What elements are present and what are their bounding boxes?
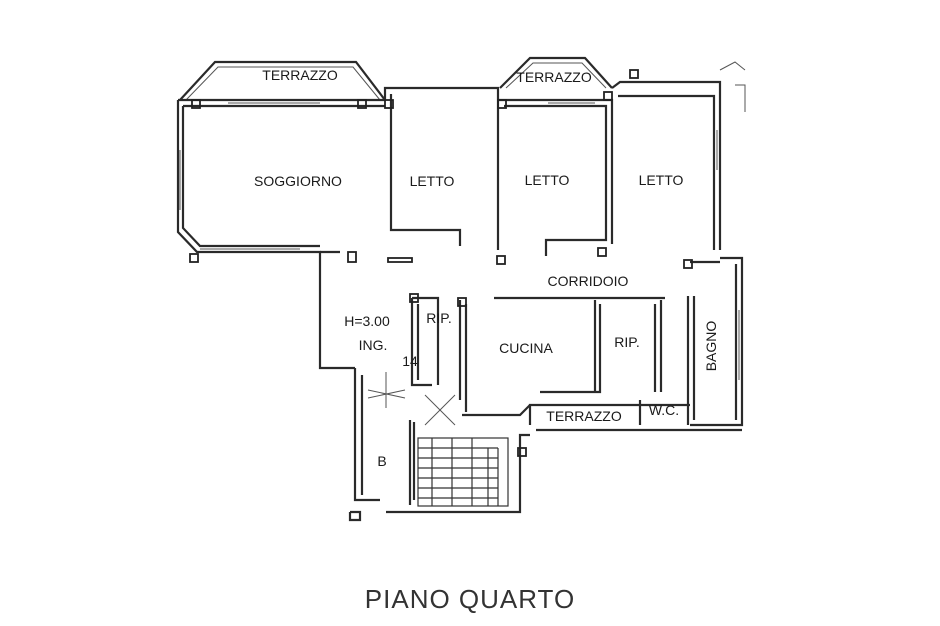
label-soggiorno: SOGGIORNO bbox=[254, 173, 342, 189]
terrace-mid-outline bbox=[499, 56, 613, 89]
entrance-door-symbol bbox=[367, 372, 456, 426]
label-ingresso: ING. bbox=[359, 337, 388, 353]
label-terrazzo-bottom: TERRAZZO bbox=[546, 408, 622, 424]
label-letto-1: LETTO bbox=[410, 173, 455, 189]
wall-posts bbox=[189, 69, 693, 457]
plan-title: PIANO QUARTO bbox=[365, 584, 575, 614]
label-number: 14 bbox=[402, 353, 418, 369]
label-corridoio: CORRIDOIO bbox=[548, 273, 629, 289]
label-letto-3: LETTO bbox=[639, 172, 684, 188]
label-stair: B bbox=[377, 453, 386, 469]
interior-walls bbox=[348, 296, 696, 522]
windows bbox=[179, 102, 740, 380]
label-height: H=3.00 bbox=[344, 313, 390, 329]
label-terrazzo-mid: TERRAZZO bbox=[516, 69, 592, 85]
terrace-left-outline bbox=[179, 60, 386, 101]
label-ripostiglio-1: RIP. bbox=[426, 310, 451, 326]
label-ripostiglio-2: RIP. bbox=[614, 334, 639, 350]
label-wc: W.C. bbox=[649, 402, 679, 418]
outer-walls bbox=[176, 80, 744, 432]
label-cucina: CUCINA bbox=[499, 340, 553, 356]
label-letto-2: LETTO bbox=[525, 172, 570, 188]
staircase bbox=[417, 437, 509, 507]
adjacent-fragments bbox=[719, 61, 746, 112]
label-terrazzo-left: TERRAZZO bbox=[262, 67, 338, 83]
label-bagno: BAGNO bbox=[703, 321, 719, 372]
